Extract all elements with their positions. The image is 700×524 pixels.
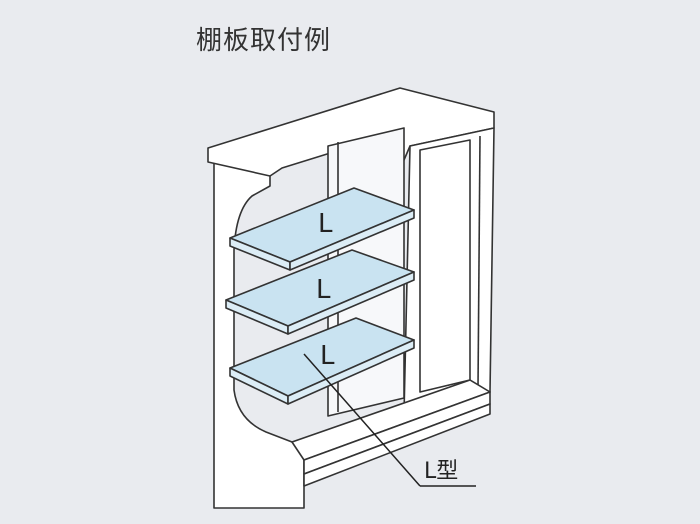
shelf-label: L <box>316 275 331 305</box>
left-side-panel <box>213 161 305 509</box>
page-title: 棚板取付例 <box>196 26 332 56</box>
callout-label: L型 <box>424 459 458 484</box>
shelf-label: L <box>320 341 335 371</box>
shelf-2: L <box>225 249 415 335</box>
shelf-label: L <box>318 209 333 239</box>
callout-leader <box>303 353 476 487</box>
shelf-1: L <box>229 187 415 271</box>
shelf-3: L <box>229 317 415 405</box>
right-panel-inner <box>419 139 471 393</box>
floor-strip <box>303 403 491 487</box>
right-panel-edge <box>477 135 481 389</box>
